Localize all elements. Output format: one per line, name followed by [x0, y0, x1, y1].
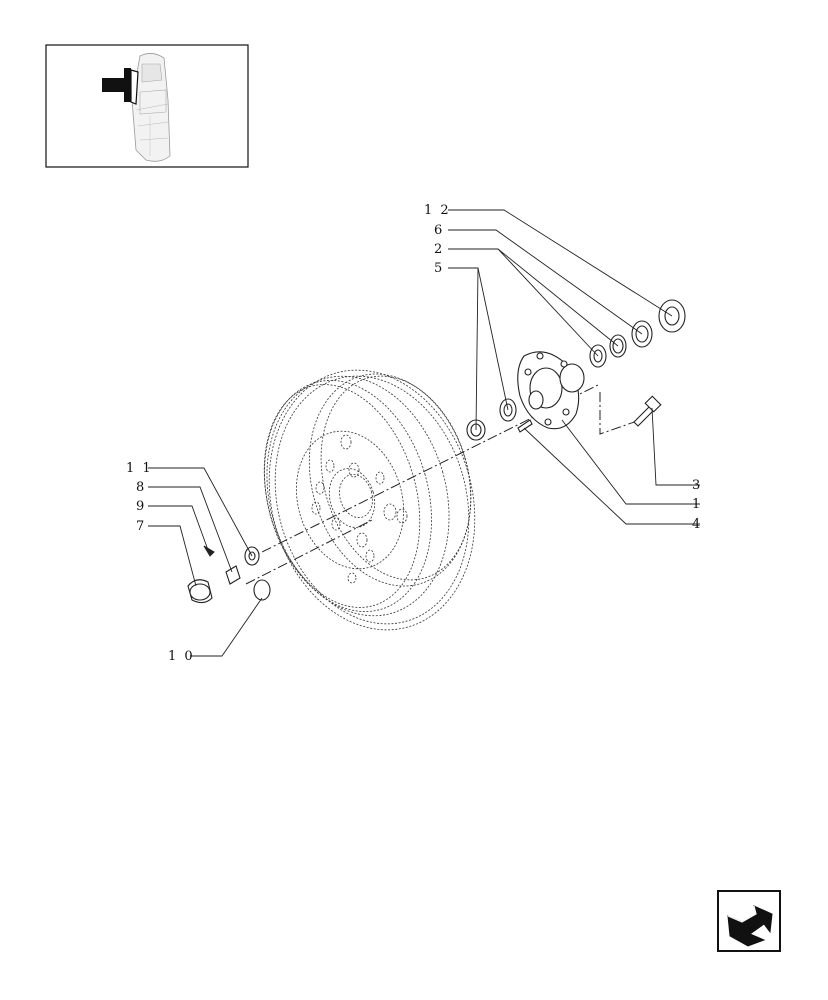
callout-4: 4	[692, 517, 702, 532]
spacer	[253, 579, 271, 601]
callout-6: 6	[434, 223, 444, 238]
callout-1: 1	[692, 497, 702, 512]
assembly-axis	[245, 383, 641, 585]
wheel-stud	[633, 395, 662, 427]
return-arrow-icon	[727, 905, 773, 947]
callout-7: 7	[136, 519, 146, 534]
callout-9: 9	[136, 499, 146, 514]
castle-nut	[225, 565, 241, 585]
pin	[517, 419, 533, 433]
callout-11: 1 1	[126, 461, 153, 476]
callout-10: 1 0	[168, 649, 195, 664]
callout-5: 5	[434, 261, 444, 276]
leader-lines	[148, 209, 700, 657]
location-thumbnail[interactable]	[45, 44, 249, 168]
location-arrow-icon	[102, 68, 139, 105]
callout-3: 3	[692, 478, 702, 493]
wheel-hub	[517, 351, 585, 430]
callout-2: 2	[434, 242, 444, 257]
wheel-rim	[263, 369, 476, 631]
callout-12: 1 2	[424, 203, 451, 218]
hub-cap	[187, 579, 213, 604]
return-button[interactable]	[717, 890, 781, 952]
tractor-sketch	[131, 53, 171, 162]
split-pin	[203, 545, 215, 557]
callout-8: 8	[136, 480, 146, 495]
